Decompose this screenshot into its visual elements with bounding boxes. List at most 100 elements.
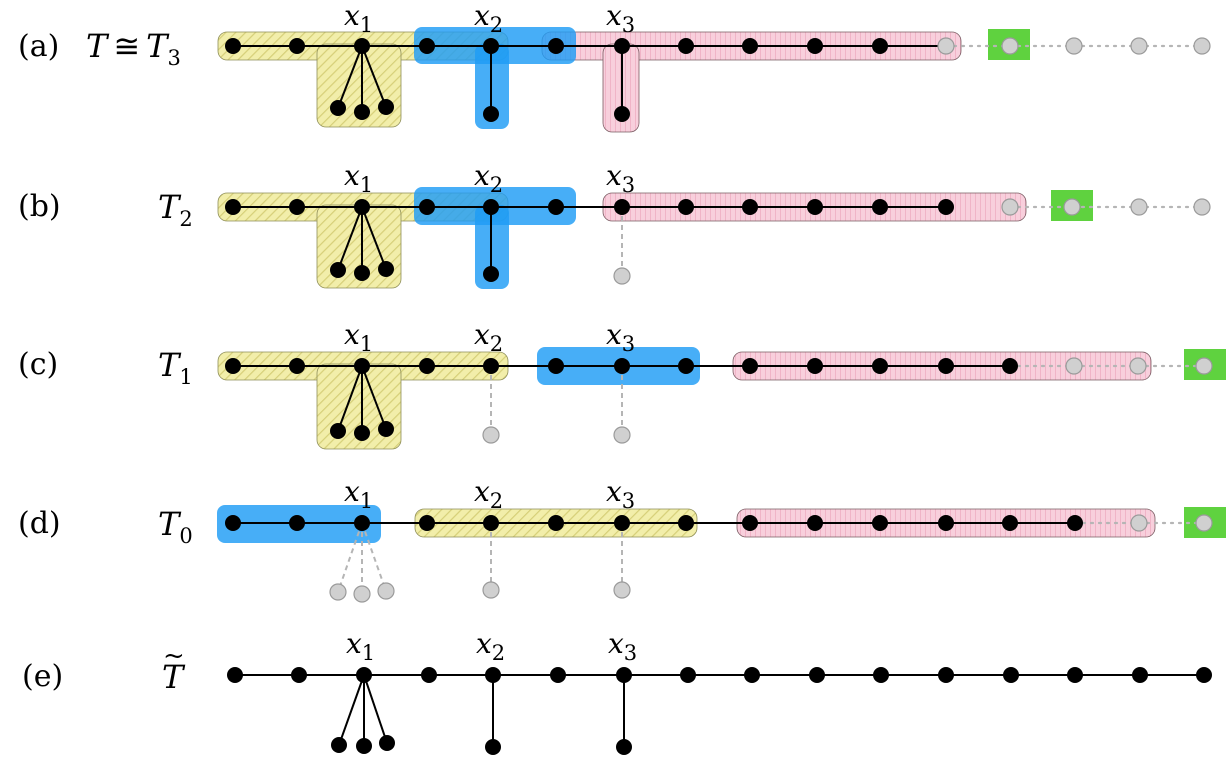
node bbox=[550, 667, 566, 683]
tree-name-d: T0 bbox=[158, 505, 193, 548]
label-x2-a: x2 bbox=[474, 0, 503, 37]
node bbox=[1002, 358, 1018, 374]
row-label-a: (a) bbox=[18, 29, 59, 64]
leaf-node bbox=[330, 262, 346, 278]
leaf-node bbox=[483, 106, 499, 122]
node bbox=[225, 199, 241, 215]
label-x2-b: x2 bbox=[474, 159, 503, 197]
node bbox=[548, 515, 564, 531]
node bbox=[807, 515, 823, 531]
nodes-c bbox=[225, 357, 1213, 444]
label-x1-d: x1 bbox=[344, 475, 373, 513]
label-x1-a: x1 bbox=[344, 0, 373, 37]
node bbox=[678, 199, 694, 215]
nodes-b bbox=[225, 198, 1211, 285]
edge-b-x1-l bbox=[337, 206, 363, 271]
node bbox=[742, 515, 758, 531]
label-x3-d: x3 bbox=[606, 475, 635, 513]
nodes-a bbox=[225, 37, 1211, 122]
inactive-leaf-node bbox=[482, 581, 500, 599]
node-x2 bbox=[485, 667, 501, 683]
leaf-node bbox=[354, 425, 370, 441]
leaf-node bbox=[330, 423, 346, 439]
node bbox=[872, 515, 888, 531]
inactive-node bbox=[1129, 357, 1147, 375]
leaf-node bbox=[378, 99, 394, 115]
row-label-e: (e) bbox=[22, 659, 63, 694]
node bbox=[421, 667, 437, 683]
node bbox=[1002, 515, 1018, 531]
edge-c-x1-l bbox=[337, 365, 363, 432]
label-x2-e: x2 bbox=[476, 627, 505, 665]
node bbox=[289, 358, 305, 374]
leaf-node bbox=[614, 106, 630, 122]
node bbox=[419, 38, 435, 54]
inactive-node bbox=[1065, 357, 1083, 375]
inactive-node bbox=[1001, 37, 1019, 55]
node-x3 bbox=[616, 667, 632, 683]
label-x3-c: x3 bbox=[606, 318, 635, 356]
leaf-node bbox=[354, 265, 370, 281]
row-label-b: (b) bbox=[18, 189, 61, 224]
leaf-node bbox=[379, 735, 395, 751]
node bbox=[419, 358, 435, 374]
row-b: (b) T2 bbox=[18, 159, 1211, 289]
node-x3 bbox=[614, 515, 630, 531]
leaf-node bbox=[483, 266, 499, 282]
node-x1 bbox=[356, 667, 372, 683]
inactive-leaf-node bbox=[482, 426, 500, 444]
tree-name-e: T bbox=[162, 658, 186, 696]
inactive-leaf-node bbox=[353, 585, 371, 603]
node bbox=[938, 358, 954, 374]
inactive-node bbox=[1193, 198, 1211, 216]
inactive-node bbox=[1193, 37, 1211, 55]
node bbox=[807, 199, 823, 215]
edge-c-x1-r bbox=[361, 365, 387, 430]
leaf-node bbox=[331, 737, 347, 753]
inactive-node bbox=[1130, 198, 1148, 216]
node bbox=[225, 515, 241, 531]
label-x2-d: x2 bbox=[474, 475, 503, 513]
leaf-node bbox=[378, 261, 394, 277]
node bbox=[289, 515, 305, 531]
node bbox=[548, 38, 564, 54]
leaf-node bbox=[356, 738, 372, 754]
nodes-e bbox=[227, 667, 1212, 755]
node bbox=[678, 38, 694, 54]
node bbox=[678, 515, 694, 531]
node bbox=[807, 358, 823, 374]
row-c: (c) T1 bbox=[18, 318, 1226, 450]
node bbox=[938, 199, 954, 215]
node bbox=[938, 515, 954, 531]
node bbox=[873, 667, 889, 683]
node-x1 bbox=[354, 38, 370, 54]
node-x2 bbox=[483, 515, 499, 531]
node bbox=[742, 38, 758, 54]
inactive-leaf-node bbox=[377, 582, 395, 600]
node-x2 bbox=[483, 38, 499, 54]
inactive-leaf-node bbox=[613, 267, 631, 285]
edge-d-x1-l-inactive bbox=[337, 522, 363, 593]
label-x1-b: x1 bbox=[344, 159, 373, 197]
label-x1-c: x1 bbox=[344, 318, 373, 356]
row-d: (d) T0 bbox=[18, 475, 1226, 603]
node bbox=[938, 667, 954, 683]
edge-e-x1-r bbox=[363, 674, 388, 744]
node bbox=[809, 667, 825, 683]
tree-name-c: T1 bbox=[158, 346, 193, 389]
edge-a-x1-r bbox=[361, 45, 387, 108]
inactive-node bbox=[1130, 514, 1148, 532]
tree-tilde-accent: ~ bbox=[163, 641, 185, 671]
inactive-node bbox=[1195, 514, 1213, 532]
node bbox=[872, 38, 888, 54]
node bbox=[548, 199, 564, 215]
node-x3 bbox=[614, 38, 630, 54]
inactive-node bbox=[937, 37, 955, 55]
leaf-node bbox=[378, 421, 394, 437]
tree-name-a: T≅T3 bbox=[86, 27, 181, 70]
node-x3 bbox=[614, 358, 630, 374]
inactive-node bbox=[1001, 198, 1019, 216]
inactive-leaf-node bbox=[329, 583, 347, 601]
node-x3 bbox=[614, 199, 630, 215]
